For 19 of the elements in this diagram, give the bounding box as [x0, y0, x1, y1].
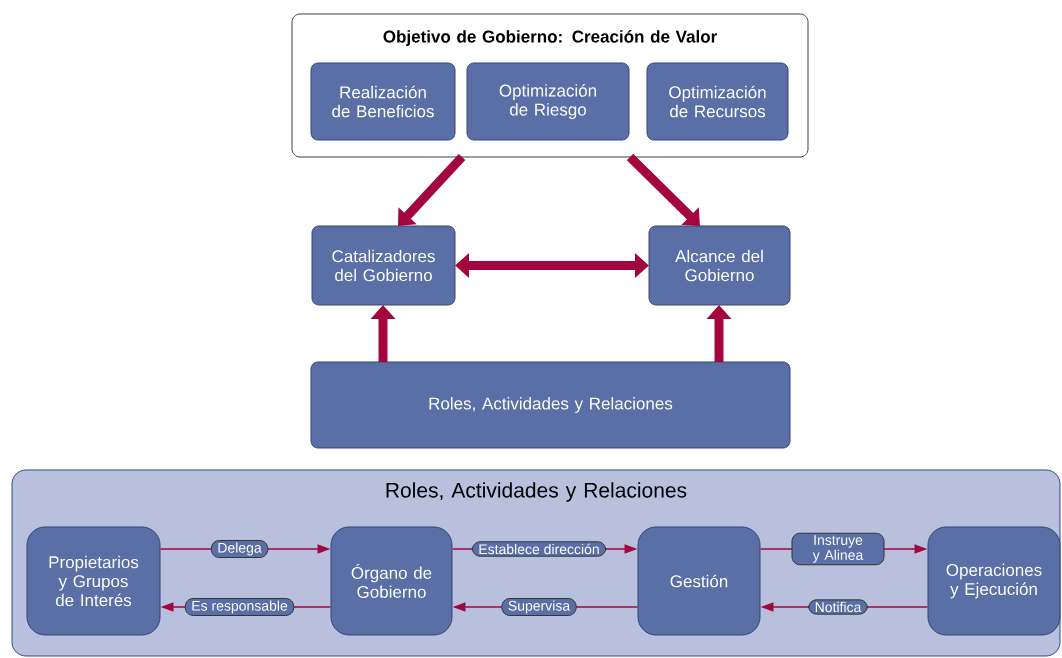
edge-label: Es responsable — [184, 597, 295, 616]
process-box: Optimización de Recursos — [646, 62, 789, 141]
process-box: Catalizadores del Gobierno — [311, 225, 456, 306]
arrow — [626, 153, 700, 226]
process-box: Alcance del Gobierno — [648, 225, 791, 306]
process-box: Gestión — [637, 526, 761, 636]
process-box: Operaciones y Ejecución — [927, 526, 1061, 636]
edge-label: Delega — [210, 539, 269, 558]
edge-label: Instruye y Alinea — [791, 532, 885, 566]
edge-label: Establece dirección — [471, 541, 607, 557]
edge-label: Notifica — [808, 599, 868, 615]
process-box: Realización de Beneficios — [310, 62, 456, 141]
edge-label: Supervisa — [501, 597, 577, 616]
process-box: Optimización de Riesgo — [466, 62, 630, 141]
process-box: Órgano de Gobierno — [330, 526, 453, 636]
process-box: Roles, Actividades y Relaciones — [310, 361, 791, 449]
arrow — [455, 253, 649, 278]
process-box: Propietarios y Grupos de Interés — [26, 526, 161, 636]
arrow — [398, 153, 466, 226]
